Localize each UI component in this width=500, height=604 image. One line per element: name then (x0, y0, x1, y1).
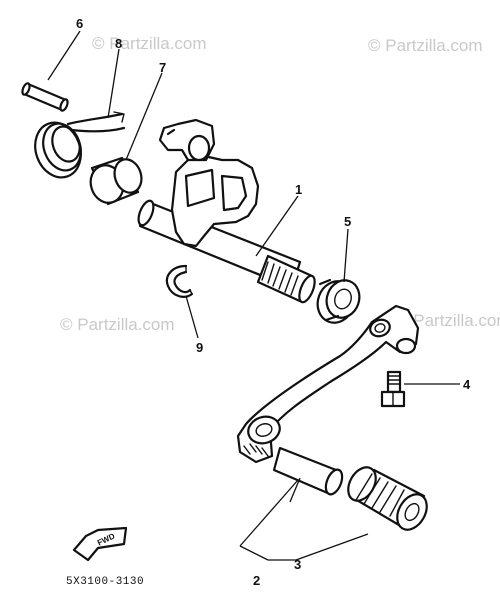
watermark: © Partzilla.com (92, 34, 207, 53)
callout-9: 9 (196, 340, 203, 355)
part-9-circlip (165, 264, 194, 298)
part-2-shift-pedal (236, 304, 420, 496)
callout-1: 1 (295, 182, 302, 197)
part-4-bolt (380, 370, 406, 408)
part-5-oil-seal (316, 278, 361, 324)
callout-4: 4 (463, 377, 471, 392)
callout-7: 7 (159, 60, 166, 75)
callout-8: 8 (115, 36, 122, 51)
diagram-code: 5X3100-3130 (66, 576, 144, 588)
fwd-arrow-icon: FWD (72, 526, 128, 562)
callout-2: 2 (253, 573, 260, 588)
callout-5: 5 (344, 214, 351, 229)
part-6-pin (21, 82, 69, 112)
callout-6: 6 (76, 16, 83, 31)
part-8-spring (34, 111, 126, 179)
part-3-rubber-grip (347, 466, 428, 531)
watermark: © Partzilla.com (368, 36, 483, 55)
part-7-collar (89, 156, 143, 206)
watermark: © Partzilla.com (396, 311, 500, 330)
watermark: © Partzilla.com (60, 315, 175, 334)
callout-3: 3 (294, 557, 301, 572)
part-1-shift-shaft (137, 118, 316, 304)
leader-lines (47, 30, 460, 561)
